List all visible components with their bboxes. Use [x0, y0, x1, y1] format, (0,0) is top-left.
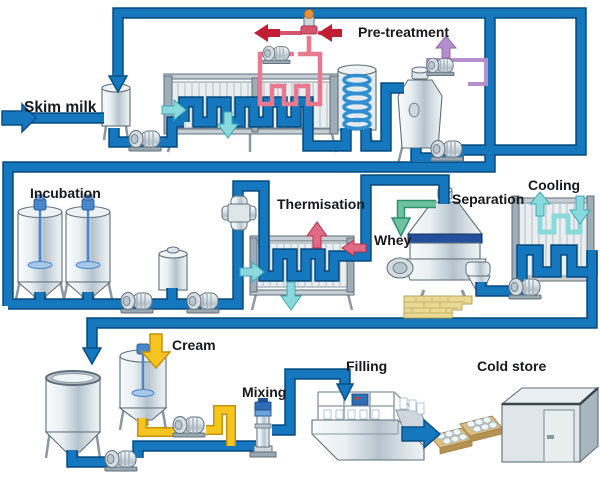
thermisation-heating-arrows: [306, 221, 367, 257]
quark-pump: [104, 449, 138, 472]
vacuum-arrow-icon: [434, 35, 458, 59]
therm-heat-out-arrow-icon: [306, 221, 328, 249]
filler-cups-row: [323, 409, 380, 420]
brick-foundation: [403, 295, 473, 319]
inline-mixer: [249, 398, 277, 458]
tray-2: [459, 415, 503, 443]
label-whey: Whey: [374, 232, 412, 248]
label-cream: Cream: [172, 337, 216, 353]
separator-outlet-cyclone: [465, 261, 491, 291]
valve-cluster: [221, 195, 257, 231]
holding-coil-spiral: [342, 73, 372, 131]
whey-arrow-icon: [390, 217, 412, 238]
balance-tank: [101, 83, 131, 141]
incubation-tanks: [13, 193, 115, 306]
therm-water-in-arrow-icon: [239, 260, 265, 284]
cream-pump: [172, 415, 206, 438]
incubation-pump-2: [186, 291, 220, 314]
therm-water-out-arrow-icon: [280, 281, 302, 311]
buffer-tank: [44, 370, 102, 459]
filler-inlet-arrow-icon: [335, 383, 355, 402]
skim-milk-inlet-arrow-icon: [1, 102, 38, 134]
filler-cage-frame: [317, 391, 417, 422]
steam-in-arrow-icon: [318, 24, 342, 42]
cooler-water-out-arrow-icon: [569, 195, 591, 225]
cream-inlet-arrow-icon: [140, 333, 172, 370]
label-filling: Filling: [346, 358, 387, 374]
balance-tank-inlet-arrow-icon: [107, 75, 129, 94]
separator-brand-band: [407, 233, 483, 244]
steam-out-arrow-icon: [254, 24, 280, 42]
label-mixing: Mixing: [242, 384, 286, 400]
incubation-buffer-cylinder: [158, 246, 188, 291]
vacuum-pump: [426, 57, 455, 77]
product-arrows: [1, 75, 442, 450]
incubation-tank-2: [61, 193, 115, 306]
label-incubation: Incubation: [30, 185, 101, 201]
injector-handle-icon: [304, 9, 314, 19]
whey-pipe: [390, 204, 436, 238]
label-pre-treatment: Pre-treatment: [358, 24, 449, 40]
label-skim-milk: Skim milk: [24, 99, 97, 116]
therm-heat-in-arrow-icon: [341, 239, 367, 257]
incubation-pump-1: [120, 291, 154, 314]
product-trays: [429, 415, 503, 455]
incubation-tank-1: [13, 193, 67, 306]
feed-pump: [128, 129, 162, 152]
cold-store-room: [500, 386, 600, 464]
door-handle-icon: [547, 435, 554, 439]
cooling-medium-arrows: [161, 98, 591, 311]
steam-injector: [300, 9, 318, 35]
cup-filling-machine: [311, 391, 429, 461]
filler-to-tray-arrow-icon: [401, 418, 442, 450]
label-thermisation: Thermisation: [277, 196, 365, 212]
label-cooling: Cooling: [528, 177, 580, 193]
label-separation: Separation: [452, 191, 524, 207]
phe-water-out-arrow-icon: [217, 111, 239, 139]
buffer-tank-inlet-arrow-icon: [81, 347, 103, 366]
discharge-pump: [430, 139, 464, 162]
cooler-ice-water-serpentine: [537, 213, 583, 235]
centrifugal-separator: [386, 186, 491, 301]
tray-1: [429, 427, 473, 455]
separator-pump: [508, 277, 542, 300]
heating-arrows: [254, 24, 342, 42]
mixer-feed-pipe: [138, 446, 256, 458]
phe-water-in-arrow-icon: [161, 98, 187, 122]
cooler-water-in-arrow-icon: [528, 191, 552, 217]
label-cold-store: Cold store: [477, 358, 546, 374]
hot-water-pump: [262, 45, 291, 65]
